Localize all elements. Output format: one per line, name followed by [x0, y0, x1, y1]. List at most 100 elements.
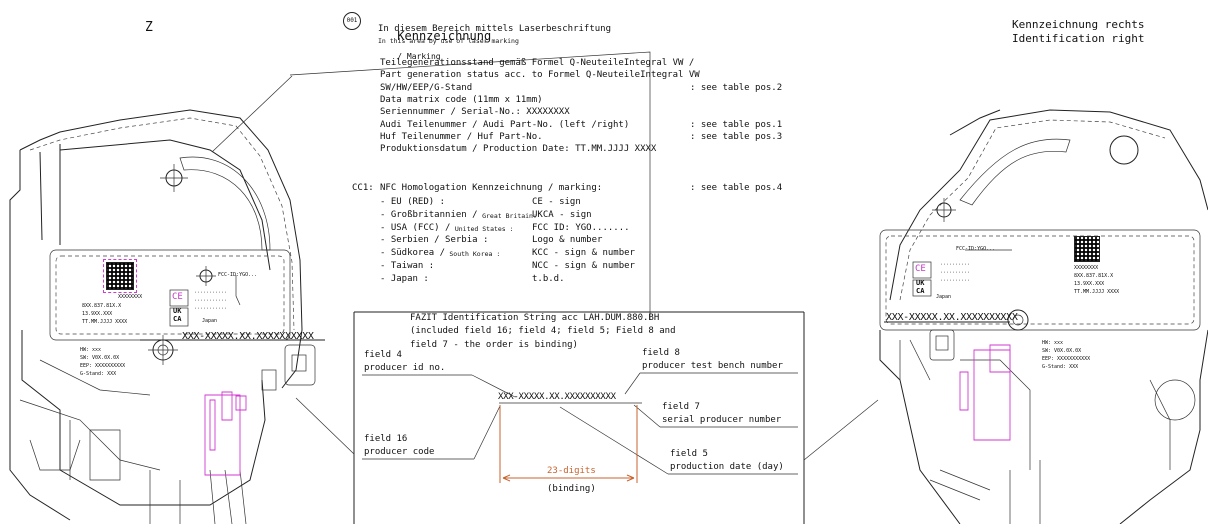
spec-line-ref: : see table pos.1: [690, 119, 783, 130]
fazit-detail-box: [295, 311, 879, 524]
spec-line-text: SW/HW/EEP/G-Stand: [380, 82, 473, 93]
spec-line-text: Huf Teilenummer / Huf Part-No.: [380, 131, 543, 142]
left-part-outline: [9, 109, 316, 524]
cc1-value: UKCA - sign: [532, 209, 592, 220]
left-crosshairs: [148, 164, 216, 365]
right-magenta-parts: [959, 344, 1011, 441]
spec-line-text: Seriennummer / Serial-No.: XXXXXXXX: [380, 107, 570, 118]
spec-line-text: Part generation status acc. to Formel Q-…: [380, 70, 700, 81]
field5-label: field 5: [670, 449, 708, 459]
cc1-country: - Serbien / Serbia :: [380, 235, 489, 246]
left-gstand: G-Stand: XXX: [80, 371, 117, 377]
cc1-country: - Japan :: [380, 273, 429, 284]
view-label-z: Z: [145, 20, 153, 35]
left-ukca-top: UK: [173, 307, 182, 315]
cc1-value: CE - sign: [532, 197, 581, 207]
left-dots-2: ···········: [194, 298, 228, 304]
left-eep: EEP: XXXXXXXXXX: [80, 363, 126, 369]
spec-line: Seriennummer / Serial-No.: XXXXXXXX: [380, 107, 570, 117]
marking-sub-de: In diesem Bereich mittels Laserbeschrift…: [378, 24, 611, 34]
left-date: TT.MM.JJJJ XXXX: [82, 319, 128, 325]
spec-line: Produktionsdatum / Production Date: TT.M…: [380, 144, 656, 154]
right-part-outline: [879, 109, 1208, 524]
marking-title-en: / Marking: [397, 52, 441, 61]
data-matrix-left: [103, 259, 137, 293]
binding-label: (binding): [547, 484, 596, 494]
spec-line: Teilegenerationsstand gemäß Formel Q-Neu…: [380, 58, 694, 68]
right-fcc: FCC-ID:YGO...: [956, 246, 996, 252]
right-code: 13.9XX.XXX: [1074, 281, 1105, 287]
cc1-value: NCC - sign & number: [532, 261, 635, 271]
right-dots-3: ··········: [940, 278, 971, 284]
left-fcc: FCC-ID:YGO...: [218, 272, 258, 278]
spec-line-text: Audi Teilenummer / Audi Part-No. (left /…: [380, 119, 630, 130]
ukca-box-left: [169, 307, 189, 327]
spec-line-ref: : see table pos.2: [690, 82, 783, 93]
cc1-text: NFC Homologation Kennzeichnung / marking…: [380, 183, 603, 193]
right-ukca-bottom: CA: [916, 287, 925, 295]
right-gstand: G-Stand: XXX: [1042, 364, 1079, 370]
cc1-country-en: Great Britain:: [482, 211, 537, 220]
field7-desc: serial producer number: [662, 415, 782, 425]
cc1-value: KCC - sign & number: [532, 248, 635, 259]
ce-box-right: [912, 261, 932, 279]
right-ce: CE: [915, 264, 926, 274]
spec-line: Part generation status acc. to Formel Q-…: [380, 70, 700, 80]
spec-line: SW/HW/EEP/G-Stand: [380, 83, 472, 93]
left-serial: XXXXXXXX: [118, 294, 143, 300]
left-code: 13.9XX.XXX: [82, 311, 113, 317]
cc1-country: - Südkorea /: [380, 248, 446, 259]
left-hw: HW: xxx: [80, 347, 102, 353]
marking-title: Kennzeichnung / Marking: [378, 6, 491, 63]
spec-line: Audi Teilenummer / Audi Part-No. (left /…: [380, 120, 629, 130]
cc1-value: Logo & number: [532, 235, 603, 246]
field16-label: field 16: [364, 434, 408, 444]
cc1-label: CC1:: [352, 183, 374, 193]
data-matrix-right: [1074, 236, 1100, 262]
marking-leader-part: [211, 75, 293, 153]
right-fazit-string: XXX-XXXXX.XX.XXXXXXXXXX: [886, 312, 1018, 323]
spec-line-text: Data matrix code (11mm x 11mm): [380, 94, 543, 105]
ce-box-left: [169, 289, 189, 307]
field8-label: field 8: [642, 348, 680, 358]
cc1-value: FCC ID: YGO.......: [532, 222, 630, 233]
field4-label: field 4: [364, 350, 402, 360]
field16-desc: producer code: [364, 447, 435, 457]
ukca-box-right: [912, 279, 932, 297]
cc1-ref: : see table pos.4: [690, 183, 783, 193]
right-dots-1: ··········: [940, 262, 971, 268]
left-ce: CE: [172, 292, 183, 302]
right-serial: XXXXXXXX: [1074, 265, 1099, 271]
spec-line-text: Teilegenerationsstand gemäß Formel Q-Neu…: [380, 58, 695, 68]
marking-leader-top: [289, 51, 651, 320]
spec-line-text: Produktionsdatum / Production Date: TT.M…: [380, 144, 657, 155]
right-ukca-top: UK: [916, 279, 925, 287]
cc1-country: - Taiwan :: [380, 261, 435, 271]
right-view-subtitle: Identification right: [1012, 32, 1145, 45]
spec-line: Data matrix code (11mm x 11mm): [380, 95, 543, 105]
cc1-value: t.b.d.: [532, 273, 565, 284]
cc1-country-en: South Korea :: [449, 250, 501, 259]
left-ukca-bottom: CA: [173, 315, 182, 323]
cc1-country: - Großbritannien /: [380, 209, 478, 220]
fazit-line-1: FAZIT Identification String acc LAH.DUM.…: [410, 313, 660, 323]
leader-fcc-left: [235, 275, 241, 306]
cc1-country: - USA (FCC) /: [380, 222, 451, 233]
left-part-no: 8XX.837.81X.X: [82, 303, 122, 309]
spec-line: Huf Teilenummer / Huf Part-No.: [380, 132, 543, 142]
spec-line-ref: : see table pos.3: [690, 131, 783, 142]
right-date: TT.MM.JJJJ XXXX: [1074, 289, 1120, 295]
left-sw: SW: V0X.0X.0X: [80, 355, 120, 361]
right-sw: SW: V0X.0X.0X: [1042, 348, 1082, 354]
field8-desc: producer test bench number: [642, 361, 783, 371]
marking-badge: 001: [343, 12, 361, 30]
left-dots-1: ···········: [194, 290, 228, 296]
right-dots-2: ··········: [940, 270, 971, 276]
digits-label: 23-digits: [547, 466, 596, 476]
field7-label: field 7: [662, 402, 700, 412]
left-magenta-parts: [204, 391, 247, 476]
field4-desc: producer id no.: [364, 363, 446, 373]
right-eep: EEP: XXXXXXXXXXX: [1042, 356, 1091, 362]
left-fazit-string: XXX-XXXXX.XX.XXXXXXXXXX: [182, 331, 314, 342]
